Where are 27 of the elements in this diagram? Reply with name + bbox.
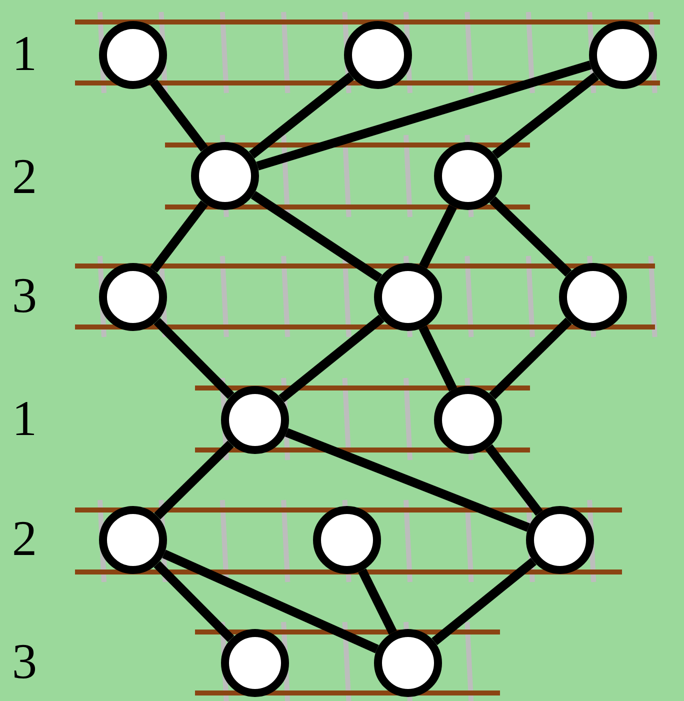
- connector-line: [489, 196, 572, 277]
- connector-line: [154, 440, 234, 520]
- connector-line: [489, 318, 572, 400]
- row-number: 3: [12, 636, 37, 686]
- row-number: 2: [12, 513, 37, 563]
- connector-line: [256, 60, 592, 170]
- connector-line: [285, 428, 530, 532]
- connector-line: [418, 326, 458, 392]
- connector-line: [248, 72, 354, 158]
- row-number: 2: [12, 151, 37, 201]
- circle-node: [434, 386, 502, 454]
- connector-line: [162, 550, 379, 654]
- connector-line: [150, 200, 208, 273]
- connector-line: [154, 560, 234, 642]
- connector-line: [492, 72, 599, 159]
- connector-line: [432, 558, 536, 646]
- connector-line: [150, 79, 208, 152]
- row-number: 1: [12, 393, 37, 443]
- row-number: 1: [12, 28, 37, 78]
- connector-line: [358, 568, 397, 635]
- connector-line: [278, 314, 384, 402]
- connector-line: [485, 444, 543, 516]
- circle-node: [374, 629, 442, 697]
- connector-line: [250, 191, 382, 282]
- connector-line: [419, 204, 457, 269]
- connector-line: [154, 318, 234, 400]
- row-number: 3: [12, 270, 37, 320]
